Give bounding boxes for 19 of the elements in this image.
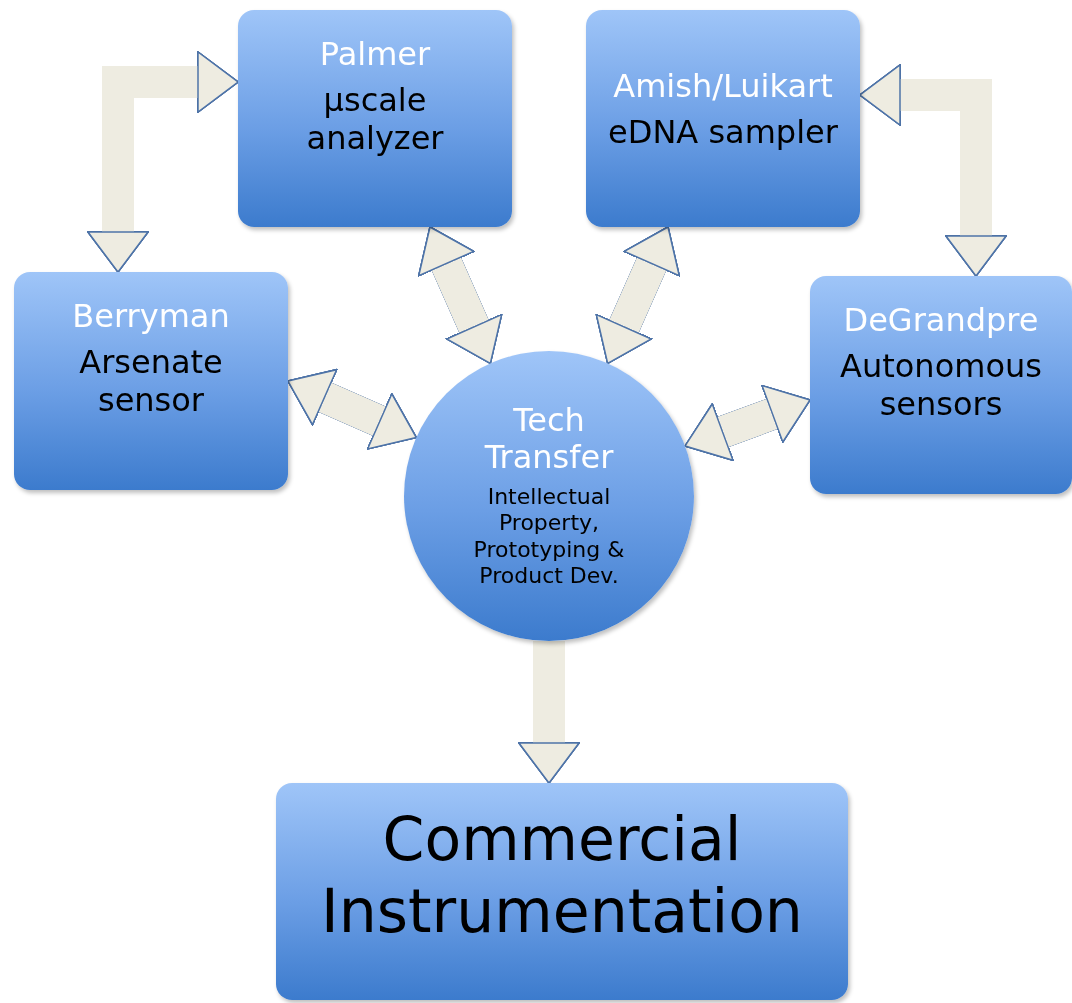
block-arrow — [518, 641, 580, 784]
process-box — [238, 10, 512, 227]
node-description: µscale analyzer — [305, 80, 445, 158]
node-description: Intellectual Property, Prototyping & Product Dev. — [472, 484, 626, 590]
node-heading: Palmer — [319, 36, 431, 73]
node-heading: Tech Transfer — [483, 402, 615, 476]
node-heading: Berryman — [72, 298, 230, 335]
process-box — [810, 276, 1072, 494]
process-box — [14, 272, 288, 490]
node-description: eDNA sampler — [608, 112, 838, 152]
block-arrow — [859, 64, 1007, 277]
node-heading: Amish/Luikart — [613, 68, 833, 105]
block-arrow — [87, 51, 239, 273]
process-box — [586, 10, 860, 227]
node-title: Commercial Instrumentation — [320, 803, 804, 947]
node-description: Autonomous sensors — [839, 346, 1043, 424]
node-heading: DeGrandpre — [843, 302, 1039, 339]
node-description: Arsenate sensor — [78, 342, 224, 420]
process-box — [276, 783, 848, 1000]
